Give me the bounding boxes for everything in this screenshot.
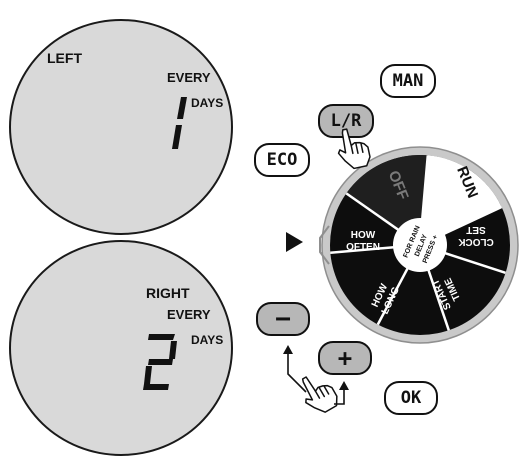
- mode-dial[interactable]: FOR RAIN DELAY PRESS + RUN OFF CLOCK SET…: [319, 154, 510, 335]
- dial-rim-notch: [319, 225, 330, 265]
- eco-button[interactable]: ECO: [254, 143, 310, 177]
- play-pointer-icon: [286, 232, 303, 252]
- man-button[interactable]: MAN: [380, 64, 436, 98]
- dial-label-how-often-line-1: HOW: [351, 230, 376, 241]
- arrow-up-icon: [287, 352, 307, 393]
- dial-label-set-clock-line-1: CLOCK: [457, 236, 493, 247]
- arrow-up-icon-2: [334, 388, 345, 405]
- arrow-up-head-icon-2: [339, 381, 349, 390]
- dial-segment-run[interactable]: [420, 155, 502, 245]
- dial-label-how-often: HOW OFTEN: [346, 230, 380, 253]
- right-side-label: RIGHT: [146, 285, 190, 301]
- right-digit-segments: [143, 334, 177, 390]
- minus-button[interactable]: −: [256, 302, 310, 336]
- left-days-label: DAYS: [191, 96, 224, 110]
- right-lcd-display: RIGHT EVERY DAYS 2: [9, 240, 233, 456]
- pointer-hand-icon-2: [301, 376, 338, 413]
- left-side-label: LEFT: [47, 50, 82, 66]
- plus-button[interactable]: +: [318, 341, 372, 375]
- left-every-label: EVERY: [167, 70, 211, 85]
- left-lcd-display: LEFT EVERY DAYS 1: [9, 19, 233, 235]
- pointer-hand-icon: [337, 128, 371, 170]
- left-digit-segments: [172, 97, 187, 149]
- dial-label-set-clock-line-2: SET: [466, 224, 485, 235]
- arrow-up-head-icon: [283, 345, 293, 354]
- right-days-label: DAYS: [191, 333, 224, 347]
- ok-button[interactable]: OK: [384, 381, 438, 415]
- dial-label-set-clock: CLOCK SET: [457, 224, 493, 247]
- dial-center-hub[interactable]: [393, 218, 447, 272]
- dial-label-how-often-line-2: OFTEN: [346, 242, 380, 253]
- right-every-label: EVERY: [167, 307, 211, 322]
